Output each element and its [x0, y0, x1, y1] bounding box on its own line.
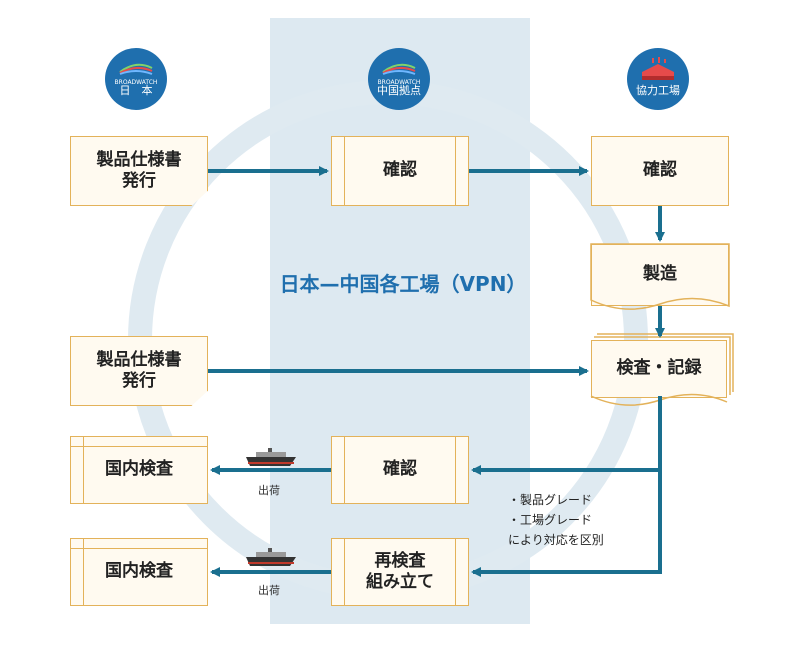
spec2-line1: 製品仕様書	[96, 349, 182, 370]
china-badge: BROADWATCH 中国拠点	[368, 48, 430, 110]
note-line-3: により対応を区別	[508, 533, 604, 547]
spec1-line1: 製品仕様書	[96, 149, 182, 170]
ship-icon	[246, 548, 296, 566]
reinspect-box: 再検査組み立て	[331, 538, 469, 606]
ship-icon	[246, 448, 296, 466]
broadwatch-logo-icon	[382, 63, 416, 75]
factory-icon	[642, 57, 674, 80]
note-line-1: ・製品グレード	[508, 493, 593, 507]
manufacture-box: 製造	[591, 244, 729, 306]
china-confirm-box: 確認	[331, 136, 469, 206]
manufacture-label: 製造	[643, 264, 677, 285]
inspect-record-box: 検査・記録	[591, 340, 727, 398]
japan-badge: BROADWATCH 日 本	[105, 48, 167, 110]
grade-note: ・製品グレード ・工場グレード により対応を区別	[508, 490, 604, 550]
reinspect-line2: 組み立て	[366, 572, 434, 592]
logo-text: BROADWATCH	[377, 79, 421, 86]
note-line-2: ・工場グレード	[508, 513, 593, 527]
factory-badge: 協力工場	[627, 48, 689, 110]
logo-text: BROADWATCH	[114, 79, 158, 86]
factory-label: 協力工場	[636, 84, 680, 97]
inspect-record-label: 検査・記録	[616, 358, 702, 379]
japan-label: 日 本	[119, 84, 153, 97]
manufacture-wave-edge	[590, 243, 730, 310]
china-confirm-label: 確認	[383, 160, 417, 181]
inspect-stack-middle	[594, 336, 731, 395]
reinspect-line1: 再検査	[374, 550, 426, 571]
broadwatch-logo-icon	[119, 63, 153, 75]
return-confirm-box: 確認	[331, 436, 469, 504]
domestic-inspect-label-2: 国内検査	[105, 561, 173, 582]
inspect-stack-back	[597, 333, 734, 392]
domestic-inspect-box-2: 国内検査	[70, 538, 208, 606]
spec2-line2: 発行	[122, 371, 156, 391]
shipping-label-2: 出荷	[258, 584, 280, 597]
vpn-title: 日本—中国各工場（VPN）	[279, 272, 527, 296]
return-confirm-label: 確認	[383, 459, 417, 480]
factory-confirm-box: 確認	[591, 136, 729, 206]
spec1-line2: 発行	[122, 171, 156, 191]
domestic-inspect-label-1: 国内検査	[105, 459, 173, 480]
domestic-inspect-box-1: 国内検査	[70, 436, 208, 504]
shipping-label-1: 出荷	[258, 484, 280, 497]
spec-issue-box-2: 製品仕様書発行	[70, 336, 208, 406]
arrow-inspect-to-return-confirm	[471, 396, 662, 475]
china-label: 中国拠点	[377, 84, 421, 97]
factory-confirm-label: 確認	[643, 160, 677, 181]
arrow-inspect-to-reinspect	[471, 470, 662, 577]
spec-issue-box-1: 製品仕様書発行	[70, 136, 208, 206]
